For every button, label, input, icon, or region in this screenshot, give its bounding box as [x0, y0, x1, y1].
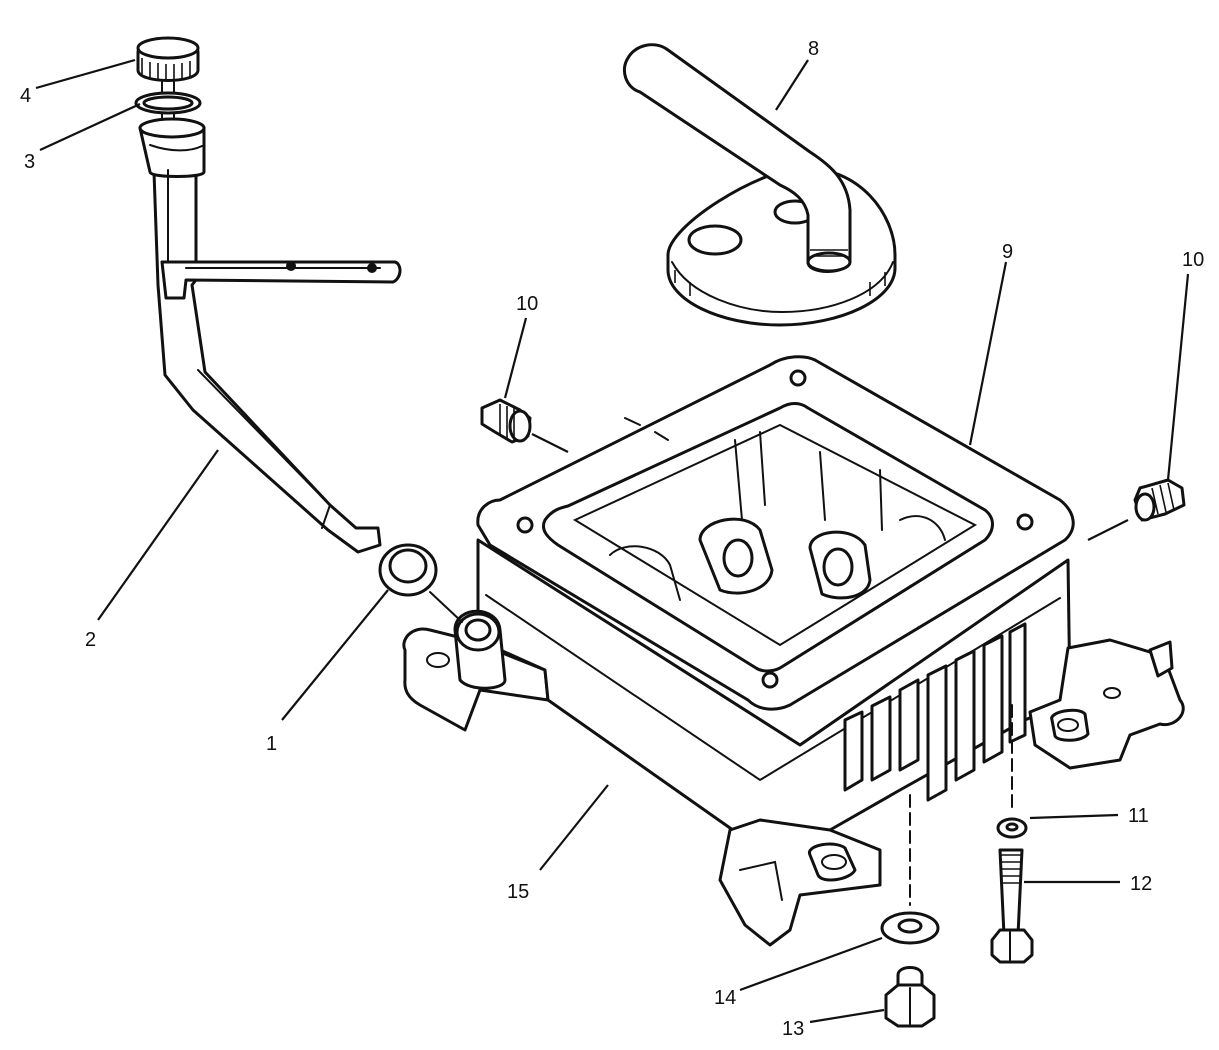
part-1-grommet	[378, 543, 438, 597]
callout-3: 3	[24, 151, 35, 173]
callout-12: 12	[1130, 873, 1152, 895]
callout-15: 15	[507, 881, 529, 903]
part-15-housing	[402, 538, 1185, 947]
part-13-drain-plug	[884, 966, 936, 1028]
part-14-flat-washer	[880, 911, 940, 945]
leader-lines	[35, 58, 1190, 1024]
part-12-bolt	[990, 848, 1034, 964]
housing-inner-cavity	[572, 423, 978, 647]
callout-11: 11	[1128, 805, 1149, 827]
callout-labels: 4 3 2 1 8 9 10 10 11 12 14 13 15	[20, 38, 1204, 1040]
callout-14: 14	[714, 987, 736, 1009]
callout-10-left: 10	[516, 293, 538, 315]
part-11-lock-washer	[996, 817, 1028, 839]
part-4-fill-cap	[136, 36, 200, 121]
callout-9: 9	[1002, 241, 1013, 263]
callout-4: 4	[20, 85, 31, 107]
part-3-o-ring	[134, 91, 202, 115]
callout-13: 13	[782, 1018, 804, 1040]
callout-8: 8	[808, 38, 819, 60]
assembly-centerlines	[429, 591, 1013, 906]
part-10-plug-right	[1087, 478, 1186, 541]
part-2-fill-tube	[138, 117, 402, 554]
callout-2: 2	[85, 629, 96, 651]
callout-1: 1	[266, 733, 277, 755]
part-10-plug-left	[480, 398, 569, 453]
part-8-breather-cover	[623, 43, 897, 327]
callout-10-right: 10	[1182, 249, 1204, 271]
